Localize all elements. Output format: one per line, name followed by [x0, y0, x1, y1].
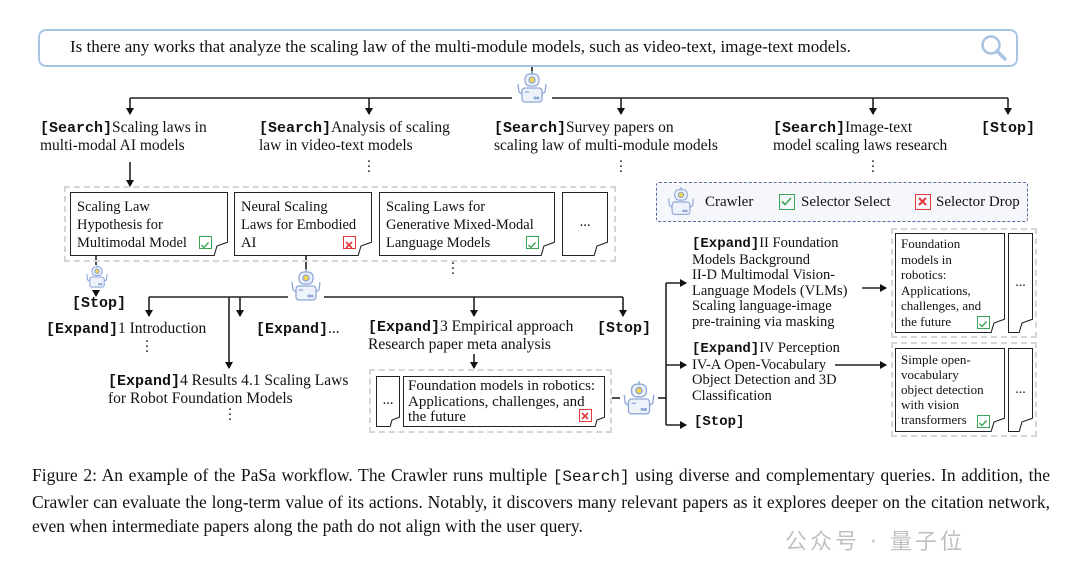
- expand-intro: [Expand]1 Introduction: [46, 320, 207, 338]
- paper-card[interactable]: Neural Scaling Laws for Embodied AI: [234, 192, 372, 256]
- paper-card-more[interactable]: ...: [1008, 233, 1033, 333]
- stop-action-left: [Stop]: [72, 295, 127, 312]
- figure-caption: Figure 2: An example of the PaSa workflo…: [32, 465, 1050, 536]
- expand-results: [Expand]4 Results 4.1 Scaling Laws for R…: [108, 372, 349, 407]
- continuation-dots: ···: [618, 154, 624, 180]
- connector-lines: [92, 67, 1012, 429]
- continuation-dots: ···: [227, 402, 233, 428]
- selector-select-icon: [977, 316, 990, 329]
- search-action-2: [Search]Analysis of scaling law in video…: [259, 119, 450, 154]
- expand-perception: [Expand]IV Perception IV-A Open-Vocabula…: [692, 340, 840, 404]
- paper-card[interactable]: Foundation models in robotics: Applicati…: [403, 376, 605, 427]
- selector-select-icon: [199, 236, 212, 249]
- selector-drop-icon: [343, 236, 356, 249]
- legend-drop-label: Selector Drop: [936, 194, 1020, 210]
- paper-group-mid: [369, 369, 612, 433]
- continuation-dots: ···: [366, 154, 372, 180]
- search-action-1: [Search]Scaling laws in multi-modal AI m…: [40, 119, 207, 154]
- crawler-robot-icon: [623, 381, 655, 415]
- crawler-legend-icon: [667, 186, 695, 216]
- crawler-robot-icon: [291, 269, 321, 301]
- paper-card-more[interactable]: ...: [562, 192, 608, 256]
- expand-foundation-background: [Expand]II Foundation Models Background …: [692, 235, 848, 330]
- search-icon[interactable]: [979, 33, 1009, 63]
- selector-select-icon: [779, 194, 795, 210]
- paper-card[interactable]: Scaling Laws for Generative Mixed-Modal …: [379, 192, 555, 256]
- paper-group-right-2: [891, 342, 1037, 437]
- crawler-robot-icon: [86, 264, 108, 288]
- search-action-4: [Search]Image-text model scaling laws re…: [773, 119, 948, 154]
- continuation-dots: ···: [144, 334, 150, 360]
- query-text: Is there any works that analyze the scal…: [70, 37, 851, 56]
- search-action-3: [Search]Survey papers on scaling law of …: [494, 119, 718, 154]
- stop-action-mid: [Stop]: [597, 320, 652, 337]
- stop-action-top: [Stop]: [981, 120, 1036, 137]
- continuation-dots: ···: [870, 154, 876, 180]
- paper-group-right-1: [891, 228, 1037, 338]
- watermark: 公众号 · 量子位: [785, 530, 965, 555]
- crawler-robot-icon: [517, 71, 547, 103]
- selector-drop-icon: [915, 194, 931, 210]
- expand-ellipsis: [Expand]...: [256, 320, 340, 338]
- paper-card-more[interactable]: ...: [1008, 348, 1033, 432]
- paper-card[interactable]: Simple open- vocabulary object detection…: [895, 348, 1005, 432]
- paper-group-1: [64, 186, 616, 262]
- paper-card-more[interactable]: ...: [376, 376, 400, 427]
- paper-card[interactable]: Foundation models in robotics: Applicati…: [895, 233, 1005, 333]
- stop-action-right: [Stop]: [694, 414, 745, 430]
- paper-card[interactable]: Scaling Law Hypothesis for Multimodal Mo…: [70, 192, 228, 256]
- selector-drop-icon: [579, 409, 592, 422]
- legend-crawler-label: Crawler: [705, 194, 754, 210]
- legend-select-label: Selector Select: [801, 194, 891, 210]
- selector-select-icon: [526, 236, 539, 249]
- query-box[interactable]: [38, 29, 1018, 67]
- continuation-dots: ···: [450, 256, 456, 282]
- legend: Crawler Selector Select Selector Drop: [656, 182, 1028, 222]
- expand-empirical: [Expand]3 Empirical approach Research pa…: [368, 318, 574, 353]
- selector-select-icon: [977, 415, 990, 428]
